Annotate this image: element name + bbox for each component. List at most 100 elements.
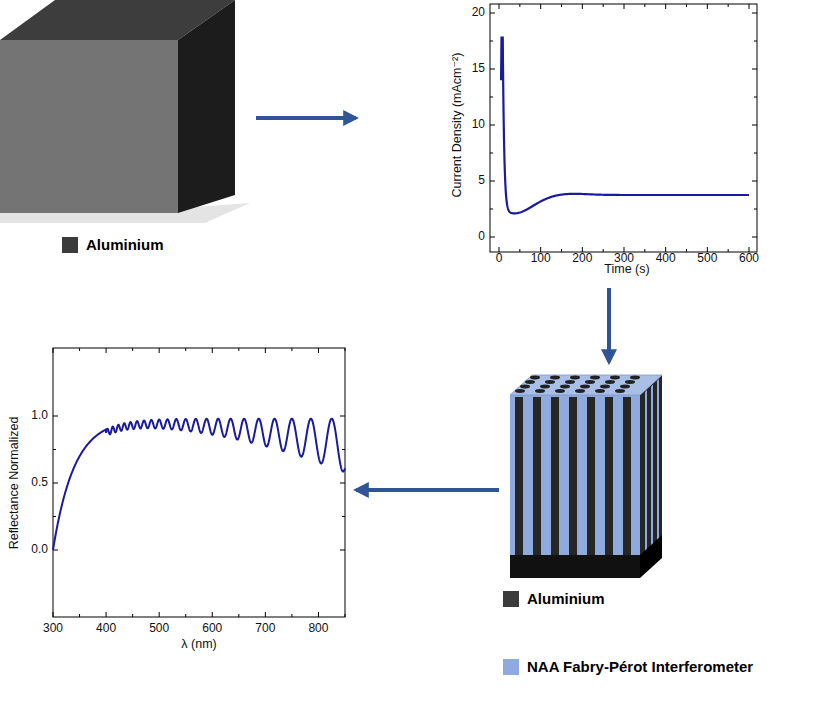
pore-opening <box>585 380 595 384</box>
tick-mark <box>686 249 687 252</box>
tick-mark <box>752 13 757 14</box>
tick-mark <box>499 247 500 252</box>
tick-mark <box>519 4 520 7</box>
flow-arrow <box>607 288 611 362</box>
pore-opening <box>535 389 545 393</box>
pore <box>515 397 523 555</box>
tick-label: 800 <box>308 622 328 635</box>
pore-opening <box>520 385 530 389</box>
pore-opening <box>595 389 605 393</box>
legend-label: Aluminium <box>527 590 605 607</box>
naa-structure <box>510 375 662 578</box>
pore-opening <box>620 385 630 389</box>
legend-label: Aluminium <box>86 236 164 253</box>
reflectance-plot <box>53 348 345 617</box>
pore-opening <box>600 385 610 389</box>
tick-mark <box>238 614 239 617</box>
plot-frame <box>490 4 757 252</box>
tick-label: 600 <box>202 622 222 635</box>
tick-mark <box>340 550 345 551</box>
tick-mark <box>490 13 495 14</box>
tick-mark <box>291 348 292 351</box>
pore-opening <box>615 389 625 393</box>
tick-label: 500 <box>697 252 717 265</box>
cube-front <box>0 40 178 213</box>
naa-side-walls <box>645 379 659 554</box>
pore-opening <box>515 389 525 393</box>
current-density-curve <box>501 38 749 214</box>
tick-mark <box>754 153 757 154</box>
tick-mark <box>106 612 107 617</box>
naa-side <box>640 375 662 557</box>
tick-label: 0.0 <box>31 543 48 556</box>
naa-pores <box>515 397 631 555</box>
axis-title: Current Density (mAcm⁻²) <box>451 53 465 198</box>
tick-mark <box>490 237 495 238</box>
pore <box>605 397 613 555</box>
aluminium-cube <box>0 0 250 223</box>
tick-mark <box>490 41 493 42</box>
pore-wall <box>657 379 659 543</box>
tick-label: 0 <box>478 230 485 243</box>
legend-entry: NAA Fabry-Pérot Interferometer <box>503 658 753 675</box>
tick-mark <box>53 348 54 353</box>
tick-label: 0.5 <box>31 476 48 489</box>
pore-opening <box>555 389 565 393</box>
pore <box>533 397 541 555</box>
tick-mark <box>754 97 757 98</box>
tick-mark <box>754 209 757 210</box>
pore-opening <box>525 380 535 384</box>
tick-label: 200 <box>572 252 592 265</box>
pore <box>587 397 595 555</box>
tick-label: 10 <box>472 118 485 131</box>
tick-mark <box>342 516 345 517</box>
tick-mark <box>665 4 666 9</box>
tick-mark <box>540 247 541 252</box>
tick-mark <box>728 249 729 252</box>
pore-wall <box>651 385 653 549</box>
tick-mark <box>749 247 750 252</box>
pore-opening <box>545 380 555 384</box>
tick-label: 15 <box>472 62 485 75</box>
tick-mark <box>582 247 583 252</box>
tick-mark <box>159 348 160 353</box>
tick-mark <box>212 348 213 353</box>
tick-mark <box>752 237 757 238</box>
tick-label: 0 <box>496 252 503 265</box>
tick-label: 500 <box>149 622 169 635</box>
tick-mark <box>603 249 604 252</box>
tick-label: 300 <box>43 622 63 635</box>
tick-label: 100 <box>531 252 551 265</box>
pore-opening <box>575 389 585 393</box>
tick-mark <box>345 614 346 617</box>
pore <box>551 397 559 555</box>
tick-mark <box>490 153 493 154</box>
tick-mark <box>540 4 541 9</box>
legend-entry: Aluminium <box>503 590 605 607</box>
axis-title: λ (nm) <box>181 638 216 652</box>
tick-label: 5 <box>478 174 485 187</box>
tick-mark <box>490 69 495 70</box>
tick-mark <box>644 249 645 252</box>
tick-mark <box>644 4 645 7</box>
pore-opening <box>590 376 600 380</box>
tick-mark <box>752 69 757 70</box>
pore-opening <box>630 376 640 380</box>
tick-mark <box>603 4 604 7</box>
tick-label: 400 <box>96 622 116 635</box>
tick-label: 20 <box>472 6 485 19</box>
tick-mark <box>752 125 757 126</box>
tick-mark <box>318 612 319 617</box>
tick-mark <box>665 247 666 252</box>
pore-opening <box>530 376 540 380</box>
tick-mark <box>490 209 493 210</box>
tick-mark <box>342 449 345 450</box>
flow-arrow <box>356 488 499 492</box>
naa-structure-panel <box>505 368 667 583</box>
tick-mark <box>752 181 757 182</box>
tick-mark <box>624 247 625 252</box>
pore <box>623 397 631 555</box>
tick-mark <box>79 614 80 617</box>
